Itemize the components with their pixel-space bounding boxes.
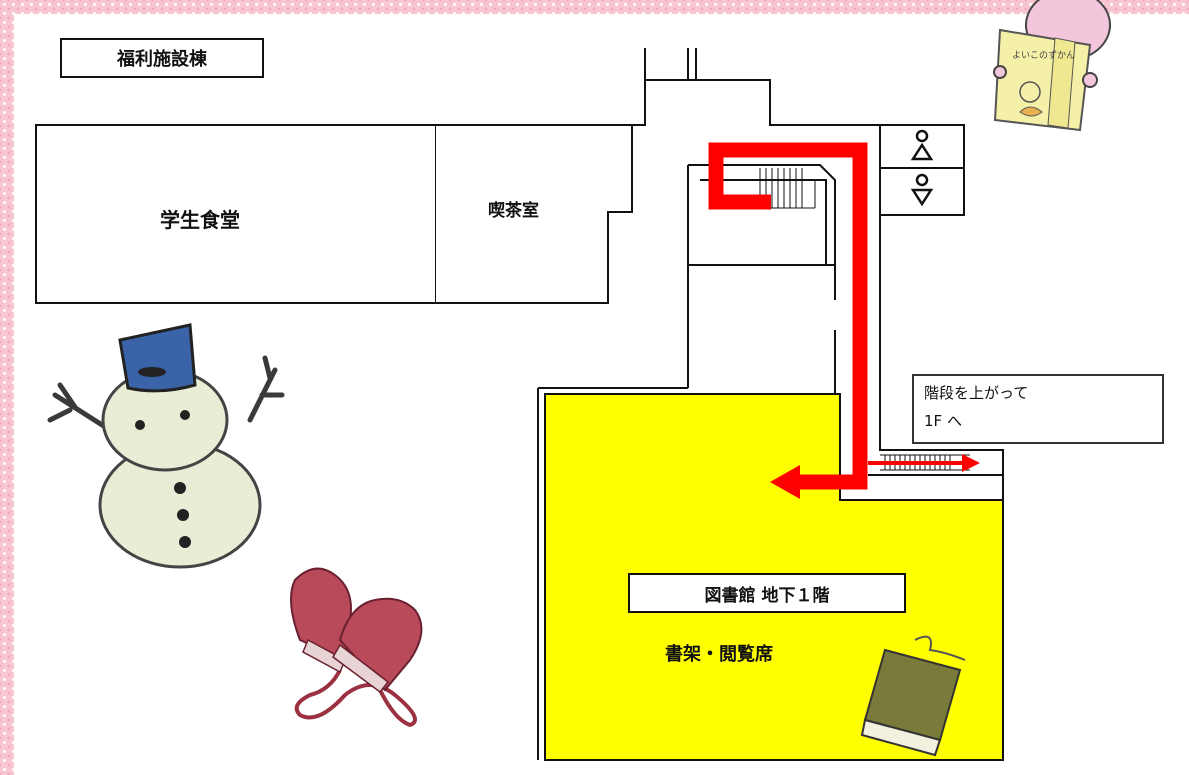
route-path (708, 142, 980, 499)
book-icon (860, 635, 966, 757)
tearoom-label: 喫茶室 (488, 201, 539, 221)
restroom-block (879, 124, 965, 216)
tearoom-room (436, 124, 633, 304)
rabbit-book-text: よいこのずかん (1012, 50, 1075, 61)
rabbit-reading-icon: よいこのずかん (993, 0, 1111, 132)
female-restroom-icon (910, 173, 934, 207)
cafeteria-label: 学生食堂 (160, 208, 240, 232)
library-title: 図書館 地下１階 (628, 573, 906, 613)
building-title: 福利施設棟 (60, 38, 264, 78)
stairs-note: 階段を上がって 1F へ (912, 374, 1164, 444)
cafeteria-room (35, 124, 437, 304)
route-arrow-left (770, 465, 800, 499)
snowman-icon (47, 323, 285, 569)
stairs-note-line2: 1F へ (924, 412, 962, 430)
mittens-icon (290, 567, 423, 728)
stacks-label: 書架・閲覧席 (665, 644, 773, 665)
route-arrow-right (962, 454, 980, 472)
stairs-note-line1: 階段を上がって (924, 384, 1029, 402)
male-restroom-icon (910, 129, 934, 161)
